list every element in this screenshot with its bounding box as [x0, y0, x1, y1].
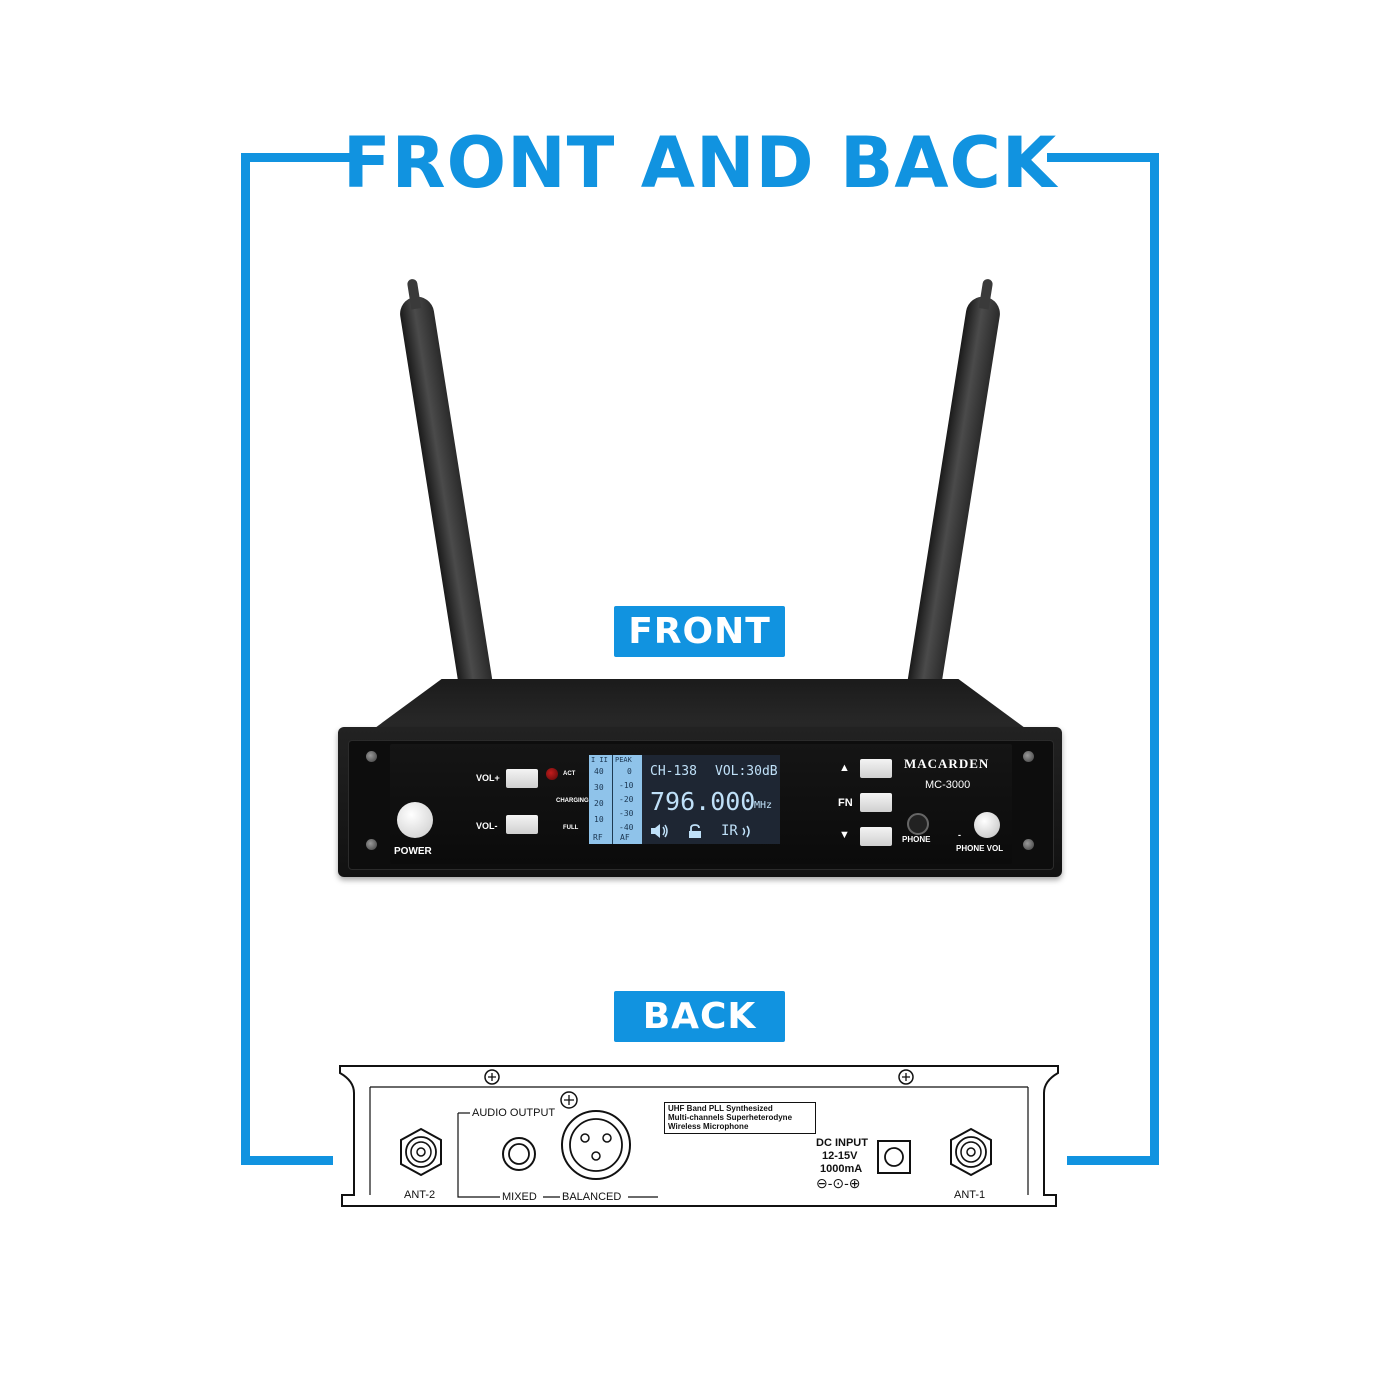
- screw-icon: [898, 1069, 914, 1085]
- lcd-main-screen: CH-138 VOL:30dB 796.000 MHz IR: [642, 755, 780, 844]
- frame-bottom-left: [241, 1156, 333, 1165]
- rf-meter-footer: RF: [593, 833, 603, 842]
- rf-meter-value: 40: [594, 767, 604, 776]
- audio-output-label: AUDIO OUTPUT: [472, 1107, 556, 1119]
- screw-icon: [484, 1069, 500, 1085]
- front-tag: FRONT: [614, 606, 785, 657]
- vol-minus-button[interactable]: [506, 815, 538, 834]
- antenna-connector-icon[interactable]: [946, 1127, 996, 1177]
- af-meter: PEAK 0 -10 -20 -30 -40 AF: [613, 755, 643, 844]
- model-label: MC-3000: [925, 779, 971, 791]
- vol-plus-label: VOL+: [476, 773, 500, 783]
- power-label: POWER: [394, 846, 432, 857]
- up-button[interactable]: [860, 759, 892, 778]
- rf-meter: I II 40 30 20 10 RF: [589, 755, 613, 844]
- ir-signal-icon: [742, 825, 750, 838]
- af-meter-value: -20: [619, 795, 634, 804]
- back-tag: BACK: [614, 991, 785, 1042]
- act-led: [546, 768, 558, 780]
- mixed-label: MIXED: [502, 1191, 537, 1203]
- xlr-balanced-connector-icon[interactable]: [558, 1087, 634, 1187]
- rf-meter-value: 20: [594, 799, 604, 808]
- frame-top-right: [1047, 153, 1159, 162]
- charging-label: CHARGING: [556, 798, 589, 804]
- frame-top-left: [241, 153, 353, 162]
- down-arrow-icon: ▼: [839, 829, 850, 841]
- rf-meter-value: 10: [594, 815, 604, 824]
- lock-icon: [689, 824, 701, 838]
- fn-label: FN: [838, 797, 853, 809]
- dc-current-label: 1000mA: [820, 1163, 863, 1175]
- frame-right: [1150, 153, 1159, 1165]
- lcd-display: I II 40 30 20 10 RF PEAK 0 -10 -20 -30 -…: [589, 755, 780, 844]
- channel-readout: CH-138: [650, 764, 697, 779]
- dc-power-jack-icon[interactable]: [876, 1139, 912, 1175]
- screw-icon: [1023, 751, 1034, 762]
- spec-box: UHF Band PLL Synthesized Multi-channels …: [664, 1102, 816, 1134]
- af-meter-header: PEAK: [615, 756, 632, 764]
- frequency-unit: MHz: [754, 800, 773, 811]
- fn-button[interactable]: [860, 793, 892, 812]
- phone-vol-minus-label: -: [958, 830, 961, 840]
- spec-line: Multi-channels Superheterodyne: [668, 1113, 793, 1122]
- phone-vol-label: PHONE VOL: [956, 844, 1004, 853]
- full-label: FULL: [563, 825, 579, 831]
- back-panel: ANT-2 AUDIO OUTPUT MIXED BALANCED UHF Ba…: [338, 1065, 1060, 1207]
- phone-volume-knob[interactable]: [974, 812, 1000, 838]
- frequency-readout: 796.000: [650, 787, 756, 816]
- polarity-icon: ⊖-⊙-⊕: [816, 1175, 861, 1191]
- rf-meter-value: 30: [594, 783, 604, 792]
- ir-label: IR: [721, 823, 738, 839]
- af-meter-value: -40: [619, 823, 634, 832]
- vol-plus-button[interactable]: [506, 769, 538, 788]
- af-meter-value: 0: [627, 767, 632, 776]
- vol-minus-label: VOL-: [476, 821, 498, 831]
- af-meter-footer: AF: [620, 833, 630, 842]
- page-title: FRONT AND BACK: [342, 122, 1058, 204]
- antenna-connector-icon[interactable]: [396, 1127, 446, 1177]
- rf-meter-header: I II: [591, 756, 608, 764]
- af-meter-value: -30: [619, 809, 634, 818]
- antenna-left: [397, 294, 494, 695]
- dc-voltage-label: 12-15V: [822, 1150, 858, 1162]
- frame-bottom-right: [1067, 1156, 1159, 1165]
- screw-icon: [1023, 839, 1034, 850]
- power-button[interactable]: [397, 802, 433, 838]
- spec-line: Wireless Microphone: [668, 1122, 749, 1131]
- ant1-label: ANT-1: [954, 1189, 986, 1201]
- speaker-icon: [651, 824, 668, 838]
- screw-icon: [366, 839, 377, 850]
- screw-icon: [366, 751, 377, 762]
- balanced-label: BALANCED: [562, 1191, 622, 1203]
- brand-logo: MACARDEN: [904, 756, 990, 771]
- dc-input-label: DC INPUT: [816, 1137, 868, 1149]
- phone-label: PHONE: [902, 835, 931, 844]
- down-button[interactable]: [860, 827, 892, 846]
- mixed-output-jack-icon[interactable]: [500, 1135, 538, 1173]
- phone-jack[interactable]: [907, 813, 929, 835]
- af-meter-value: -10: [619, 781, 634, 790]
- act-label: ACT: [563, 771, 576, 777]
- ant2-label: ANT-2: [404, 1189, 436, 1201]
- spec-line: UHF Band PLL Synthesized: [668, 1104, 773, 1113]
- antenna-right: [906, 294, 1003, 695]
- up-arrow-icon: ▲: [839, 762, 850, 774]
- frame-left: [241, 153, 250, 1165]
- volume-readout: VOL:30dB: [715, 764, 778, 779]
